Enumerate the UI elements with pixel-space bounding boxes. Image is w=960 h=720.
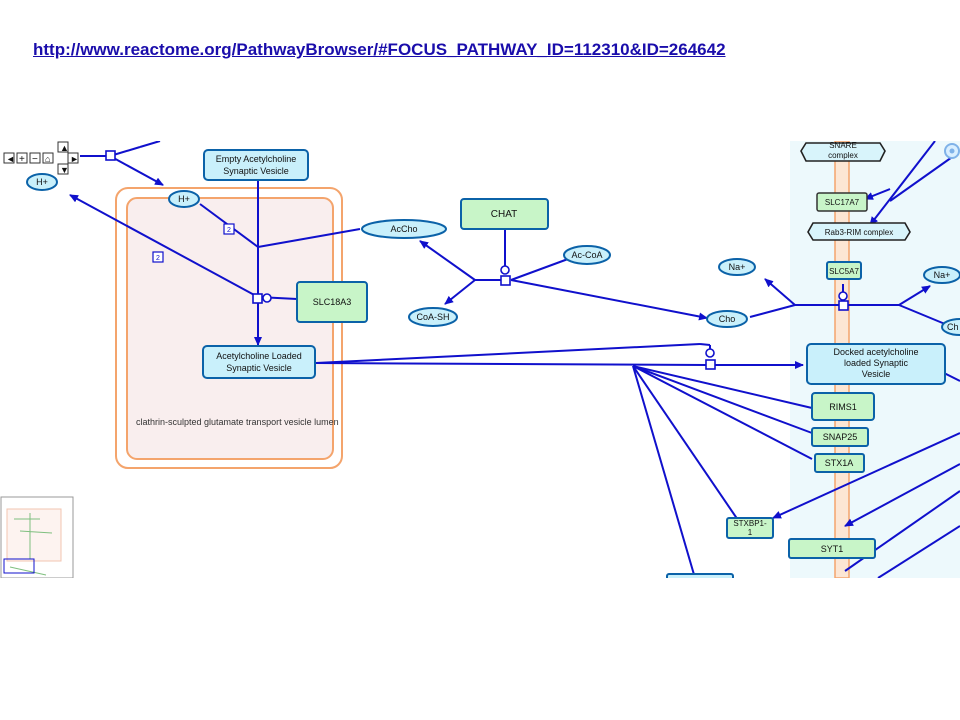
svg-text:▲: ▲ (60, 143, 69, 153)
svg-text:complex: complex (828, 151, 858, 160)
node-stxbp1[interactable]: STXBP1- 1 (726, 517, 774, 539)
node-offscreen-partial[interactable] (666, 573, 734, 578)
node-coa-sh[interactable]: CoA-SH (408, 307, 458, 327)
node-slc5a7[interactable]: SLC5A7 (826, 261, 862, 280)
node-slc17a7[interactable]: SLC17A7 (816, 192, 868, 212)
reaction-nodes (105, 150, 849, 370)
compartment-label: clathrin-sculpted glutamate transport ve… (136, 417, 339, 427)
node-empty-acetylcholine-vesicle[interactable]: Empty Acetylcholine Synaptic Vesicle (203, 149, 309, 181)
svg-text:+: + (19, 154, 25, 165)
node-acetyl-coa[interactable]: Ac-CoA (563, 245, 611, 265)
node-accho[interactable]: AcCho (361, 219, 447, 239)
svg-text:STX1A: STX1A (825, 458, 854, 468)
svg-text:H+: H+ (36, 177, 48, 187)
svg-text:Synaptic Vesicle: Synaptic Vesicle (226, 363, 292, 373)
svg-text:CoA-SH: CoA-SH (416, 312, 449, 322)
pathway-diagram-canvas[interactable]: clathrin-sculpted glutamate transport ve… (0, 141, 960, 578)
svg-text:⌂: ⌂ (45, 154, 50, 164)
vesicle-compartment[interactable]: clathrin-sculpted glutamate transport ve… (115, 187, 343, 469)
node-cho[interactable]: Cho (706, 310, 748, 328)
svg-text:CHAT: CHAT (491, 209, 517, 220)
node-h-plus-cytosol[interactable]: H+ (26, 173, 58, 191)
svg-text:Rab3-RIM complex: Rab3-RIM complex (825, 228, 893, 237)
svg-text:SNARE: SNARE (829, 141, 857, 150)
svg-text:Empty Acetylcholine: Empty Acetylcholine (216, 154, 297, 164)
node-na-plus-left[interactable]: Na+ (718, 258, 756, 276)
svg-text:Vesicle: Vesicle (862, 369, 891, 379)
node-syt1[interactable]: SYT1 (788, 538, 876, 559)
gear-icon[interactable] (944, 143, 960, 159)
node-snap25[interactable]: SNAP25 (811, 427, 869, 447)
svg-text:AcCho: AcCho (390, 224, 417, 234)
svg-text:RIMS1: RIMS1 (829, 402, 857, 412)
node-choline-partial[interactable]: Ch (941, 318, 960, 336)
svg-text:STXBP1-: STXBP1- (733, 519, 767, 528)
svg-text:H+: H+ (178, 194, 190, 204)
svg-text:SLC5A7: SLC5A7 (829, 267, 859, 276)
svg-text:Cho: Cho (719, 314, 736, 324)
svg-text:◄: ◄ (6, 154, 15, 164)
node-docked-acetylcholine-vesicle[interactable]: Docked acetylcholine loaded Synaptic Ves… (806, 343, 946, 385)
node-stx1a[interactable]: STX1A (814, 453, 865, 473)
node-chat[interactable]: CHAT (460, 198, 549, 230)
svg-text:−: − (32, 154, 38, 165)
svg-text:▼: ▼ (60, 165, 69, 175)
node-slc18a3[interactable]: SLC18A3 (296, 281, 368, 323)
svg-text:SLC17A7: SLC17A7 (825, 198, 860, 207)
svg-text:SLC18A3: SLC18A3 (313, 297, 352, 307)
svg-text:Na+: Na+ (729, 262, 746, 272)
node-na-plus-right[interactable]: Na+ (923, 266, 960, 284)
stoichiometry-label: 2 (156, 255, 160, 262)
node-rims1[interactable]: RIMS1 (811, 392, 875, 421)
svg-text:Na+: Na+ (934, 270, 951, 280)
node-acetylcholine-loaded-vesicle[interactable]: Acetylcholine Loaded Synaptic Vesicle (202, 345, 316, 379)
svg-text:Ch: Ch (947, 322, 959, 332)
node-h-plus-vesicle[interactable]: H+ (168, 190, 200, 208)
navigation-control[interactable]: ◄ + − ⌂ ▲ ▼ ► (3, 141, 79, 175)
svg-text:SYT1: SYT1 (821, 544, 844, 554)
svg-text:Synaptic Vesicle: Synaptic Vesicle (223, 166, 289, 176)
pathway-diagram: clathrin-sculpted glutamate transport ve… (0, 141, 960, 578)
svg-text:SNAP25: SNAP25 (823, 432, 858, 442)
svg-text:Acetylcholine Loaded: Acetylcholine Loaded (216, 351, 302, 361)
svg-text:►: ► (70, 154, 79, 164)
pathway-url-link[interactable]: http://www.reactome.org/PathwayBrowser/#… (33, 40, 726, 59)
stoichiometry-label: 2 (227, 227, 231, 234)
svg-text:loaded Synaptic: loaded Synaptic (844, 358, 909, 368)
svg-text:1: 1 (748, 528, 753, 537)
svg-text:Ac-CoA: Ac-CoA (571, 250, 602, 260)
overview-thumbnail[interactable] (0, 496, 74, 578)
node-rab3-rim-complex[interactable]: Rab3-RIM complex (807, 222, 911, 241)
node-snare-complex[interactable]: SNARE complex (800, 141, 886, 162)
svg-text:Docked acetylcholine: Docked acetylcholine (833, 347, 918, 357)
